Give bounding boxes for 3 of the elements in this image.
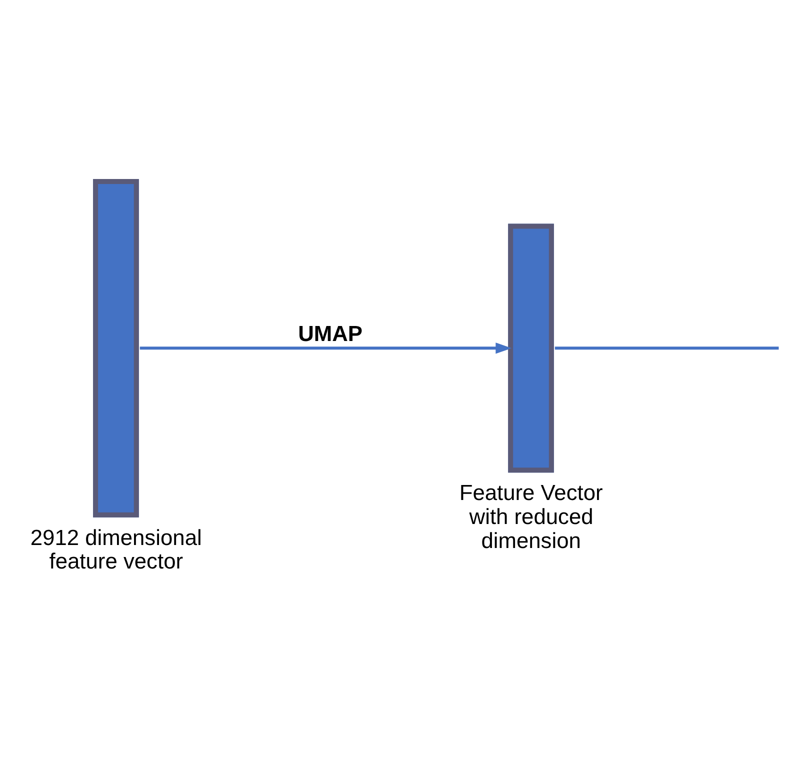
edge-label: UMAP	[298, 320, 363, 346]
node-label: Feature Vector with reduced dimension	[459, 480, 603, 553]
node-label: 2912 dimensional feature vector	[30, 524, 202, 574]
